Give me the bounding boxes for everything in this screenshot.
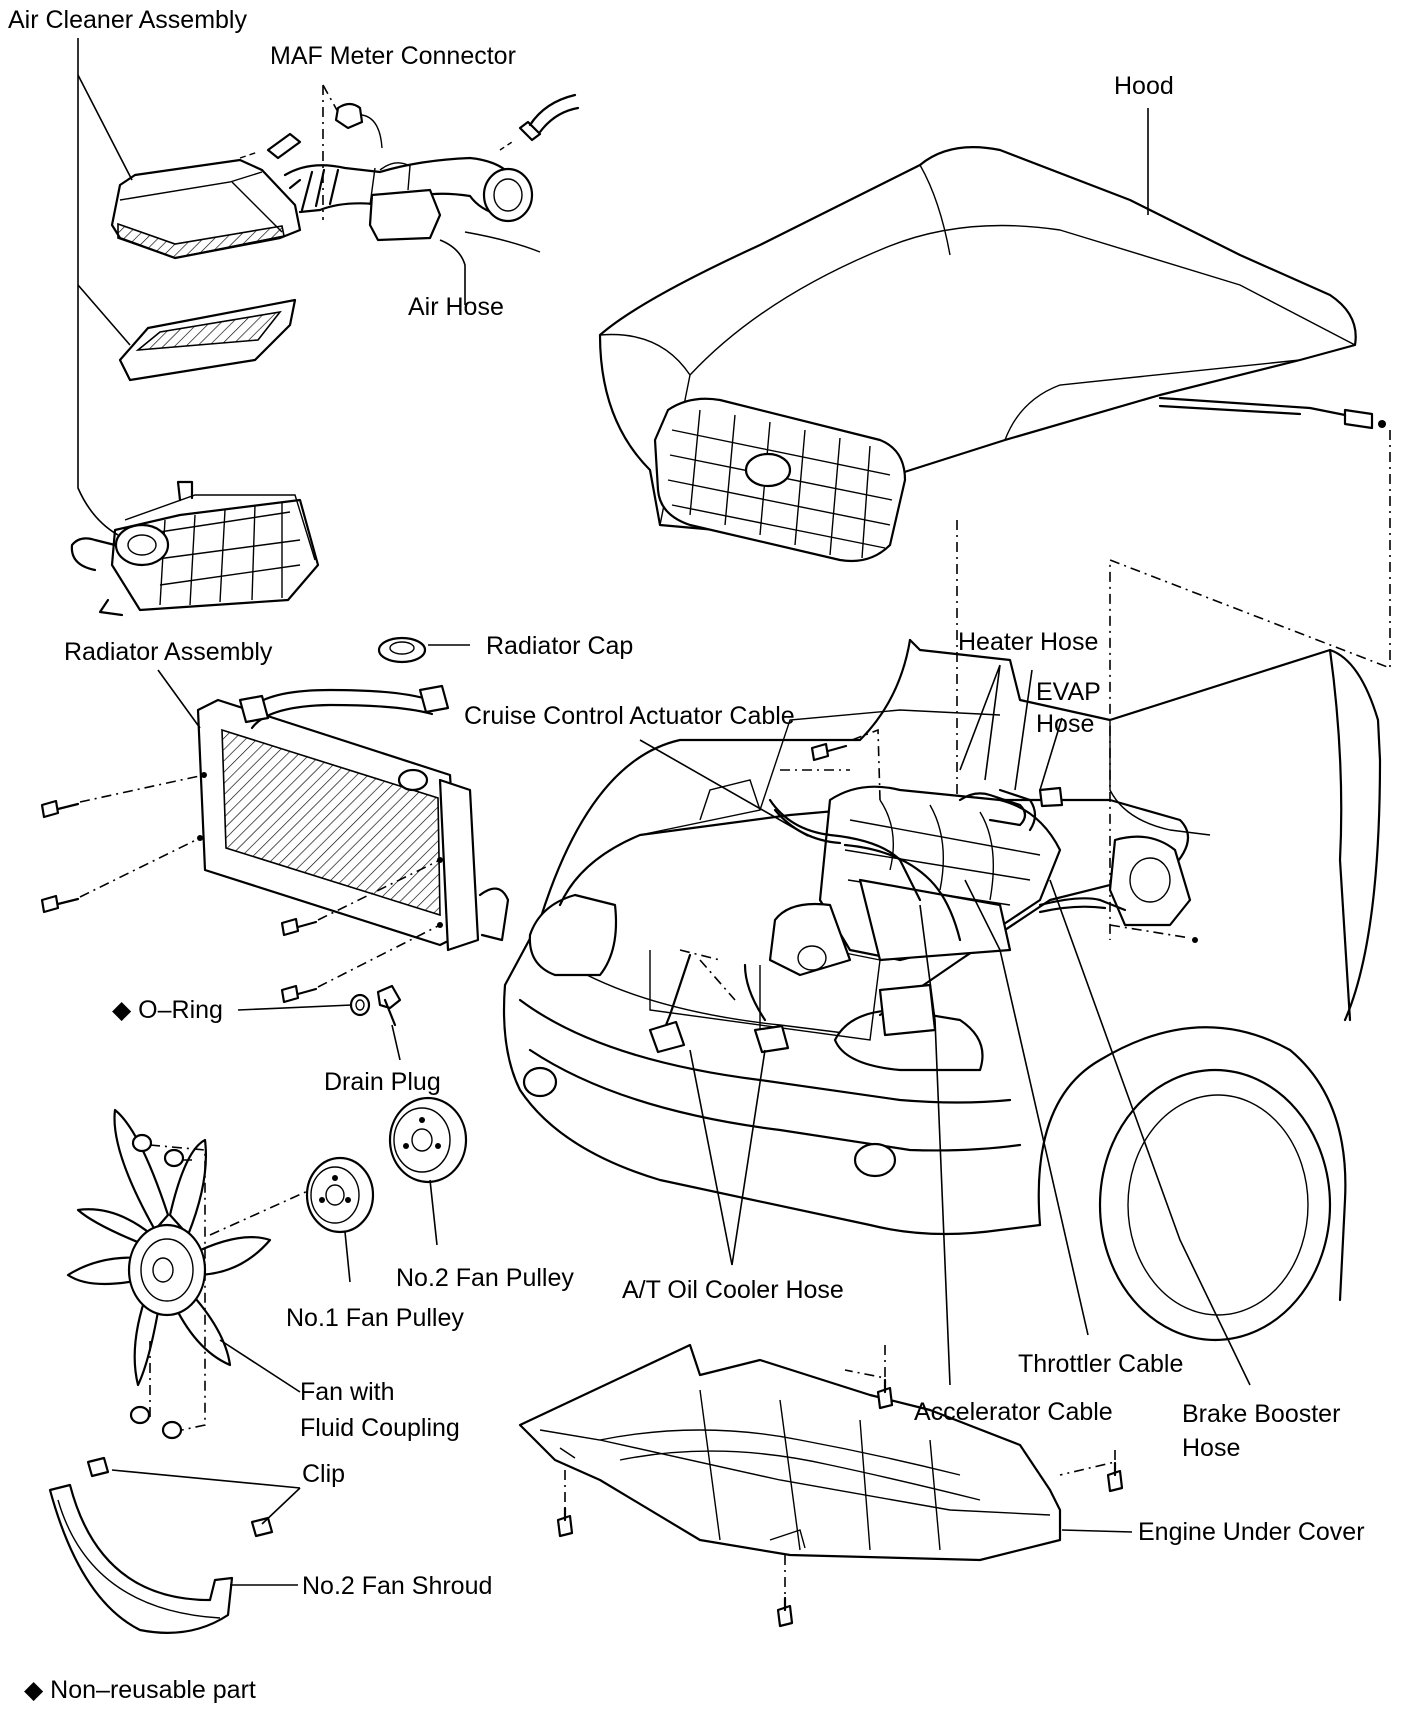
air-filter-element	[118, 298, 297, 382]
label-hood: Hood	[1114, 72, 1174, 100]
label-accelerator-cable: Accelerator Cable	[914, 1398, 1113, 1426]
no2-fan-pulley	[388, 1096, 468, 1184]
hood	[598, 146, 1357, 563]
no2-fan-shroud	[48, 1483, 234, 1634]
label-radiator-cap: Radiator Cap	[486, 632, 633, 660]
intake-air-duct	[283, 156, 534, 242]
fan-nuts	[129, 1133, 311, 1440]
radiator-bolts	[40, 774, 441, 1004]
label-clip: Clip	[302, 1460, 345, 1488]
o-ring	[349, 993, 371, 1017]
label-evap-hose-line1: EVAP	[1036, 678, 1101, 706]
label-evap-hose-line2: Hose	[1036, 710, 1094, 738]
maf-meter-connector	[334, 102, 383, 149]
engine	[768, 785, 1192, 1037]
label-radiator-assembly: Radiator Assembly	[64, 638, 273, 666]
legend-non-reusable-part: ◆ Non–reusable part	[24, 1676, 256, 1704]
label-brake-booster-hose-line1: Brake Booster	[1182, 1400, 1340, 1428]
leader-lines	[111, 108, 1251, 1586]
label-heater-hose: Heater Hose	[958, 628, 1098, 656]
label-maf-meter-connector: MAF Meter Connector	[270, 42, 516, 70]
radiator-assembly	[196, 684, 510, 952]
label-no1-fan-pulley: No.1 Fan Pulley	[286, 1304, 464, 1332]
label-brake-booster-hose-line2: Hose	[1182, 1434, 1240, 1462]
no1-fan-pulley	[305, 1156, 375, 1234]
label-no2-fan-shroud: No.2 Fan Shroud	[302, 1572, 492, 1600]
air-cleaner-cover	[110, 158, 302, 260]
label-engine-under-cover: Engine Under Cover	[1138, 1518, 1365, 1546]
label-drain-plug: Drain Plug	[324, 1068, 441, 1096]
label-no2-fan-pulley: No.2 Fan Pulley	[396, 1264, 574, 1292]
under-cover-bolts	[556, 1345, 1124, 1628]
hood-support-rod	[1158, 396, 1386, 430]
label-fan-with-fluid-coupling-line1: Fan with	[300, 1378, 394, 1406]
engine-under-cover	[518, 1343, 1062, 1562]
air-hose	[239, 93, 580, 253]
fan-with-fluid-coupling	[66, 1108, 272, 1387]
label-throttler-cable: Throttler Cable	[1018, 1350, 1183, 1378]
label-air-cleaner-assembly: Air Cleaner Assembly	[8, 6, 247, 34]
label-fan-with-fluid-coupling-line2: Fluid Coupling	[300, 1414, 460, 1442]
engine-bay-hoses	[648, 786, 1127, 1054]
label-at-oil-cooler-hose: A/T Oil Cooler Hose	[622, 1276, 844, 1304]
label-air-hose: Air Hose	[408, 293, 504, 321]
label-cruise-control-actuator-cable: Cruise Control Actuator Cable	[464, 702, 795, 730]
clip	[86, 1456, 274, 1538]
vehicle-body	[502, 638, 1382, 1342]
bay-bolts	[780, 728, 1198, 943]
radiator-cap	[377, 636, 427, 664]
drain-plug	[376, 984, 402, 1027]
air-cleaner-case	[70, 480, 320, 617]
label-o-ring: ◆ O–Ring	[112, 996, 223, 1024]
